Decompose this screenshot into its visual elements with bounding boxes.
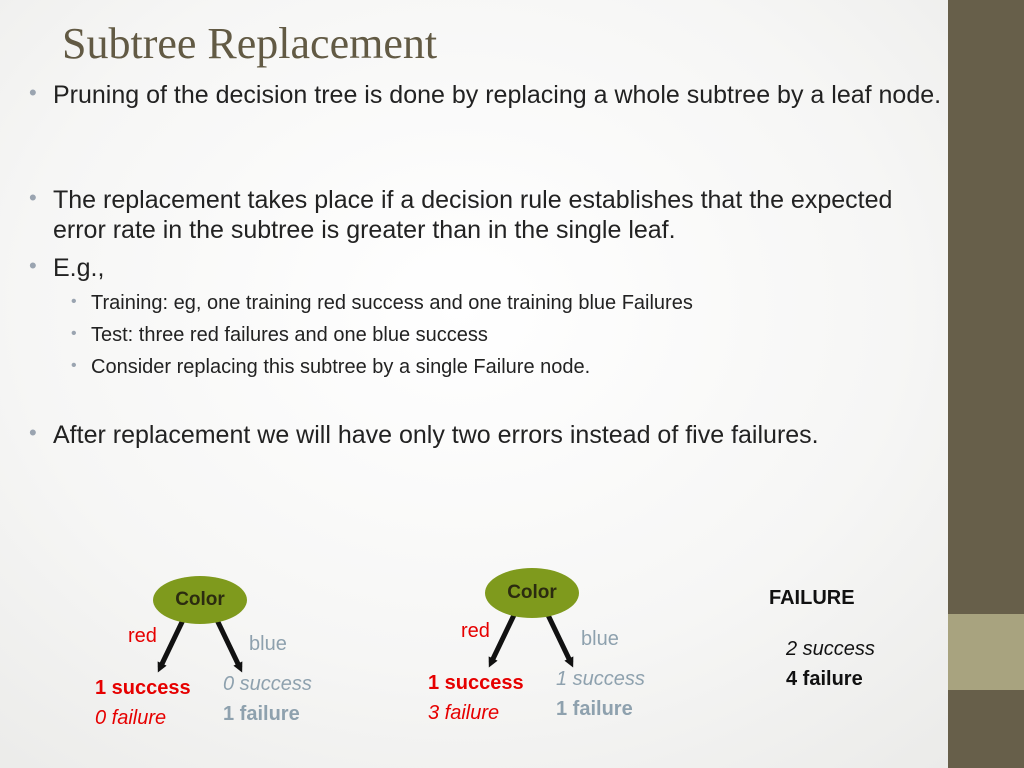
decision-tree-diagrams: Color red blue 1 success 0 failure 0 suc…	[95, 568, 875, 733]
tree2-blue-failure: 1 failure	[556, 698, 633, 720]
tree1-color-node: Color	[153, 576, 247, 624]
bullet-list: • Pruning of the decision tree is done b…	[29, 80, 943, 450]
sub-bullet-item: • Training: eg, one training red success…	[71, 290, 941, 316]
bullet-text: Test: three red failures and one blue su…	[91, 324, 488, 346]
tree2-red-failure: 3 failure	[428, 702, 500, 724]
bullet-dot-icon: •	[29, 80, 37, 105]
bullet-text: E.g.,	[53, 254, 105, 282]
tree1-red-edge	[157, 618, 186, 673]
tree1-blue-leaf: 0 success 1 failure	[223, 669, 312, 729]
bullet-text: Training: eg, one training red success a…	[91, 292, 693, 314]
bullet-item: • The replacement takes place if a decis…	[29, 185, 943, 245]
bullet-dot-icon: •	[29, 253, 37, 278]
sidebar-accent-block	[948, 614, 1024, 690]
bullet-dot-icon: •	[71, 325, 77, 342]
bullet-text: The replacement takes place if a decisio…	[53, 186, 893, 244]
bullet-item: • Pruning of the decision tree is done b…	[29, 80, 943, 110]
bullet-dot-icon: •	[29, 420, 37, 445]
failure-leaf-failure: 4 failure	[786, 668, 863, 690]
slide-title: Subtree Replacement	[62, 19, 438, 68]
tree1-blue-failure: 1 failure	[223, 703, 300, 725]
tree1-blue-success: 0 success	[223, 673, 312, 695]
sub-bullet-item: • Consider replacing this subtree by a s…	[71, 354, 941, 380]
bullet-item: • E.g.,	[29, 253, 943, 283]
bullet-text: Consider replacing this subtree by a sin…	[91, 356, 591, 378]
tree2-color-node: Color	[485, 568, 579, 618]
tree1-red-failure: 0 failure	[95, 707, 167, 729]
failure-leaf-counts: 2 success 4 failure	[786, 634, 875, 694]
bullet-dot-icon: •	[29, 185, 37, 210]
bullet-dot-icon: •	[71, 357, 77, 374]
sub-bullet-item: • Test: three red failures and one blue …	[71, 322, 941, 348]
bullet-text: After replacement we will have only two …	[53, 421, 819, 449]
tree1-red-label: red	[128, 625, 157, 647]
tree2-red-label: red	[461, 620, 490, 642]
tree1-blue-edge	[214, 618, 243, 673]
tree2-blue-label: blue	[581, 628, 619, 650]
tree1-blue-label: blue	[249, 633, 287, 655]
tree2-red-leaf: 1 success 3 failure	[428, 668, 524, 728]
failure-leaf-success: 2 success	[786, 638, 875, 660]
tree2-blue-success: 1 success	[556, 668, 645, 690]
bullet-text: Pruning of the decision tree is done by …	[53, 81, 942, 109]
tree2-red-edge	[488, 613, 517, 668]
tree-edges	[157, 613, 574, 673]
tree2-blue-leaf: 1 success 1 failure	[556, 664, 645, 724]
tree2-red-success: 1 success	[428, 672, 524, 694]
failure-leaf-label: FAILURE	[769, 587, 855, 609]
bullet-item: • After replacement we will have only tw…	[29, 420, 943, 450]
tree2-blue-edge	[545, 613, 574, 668]
bullet-dot-icon: •	[71, 293, 77, 310]
tree1-red-success: 1 success	[95, 677, 191, 699]
tree1-red-leaf: 1 success 0 failure	[95, 673, 191, 733]
